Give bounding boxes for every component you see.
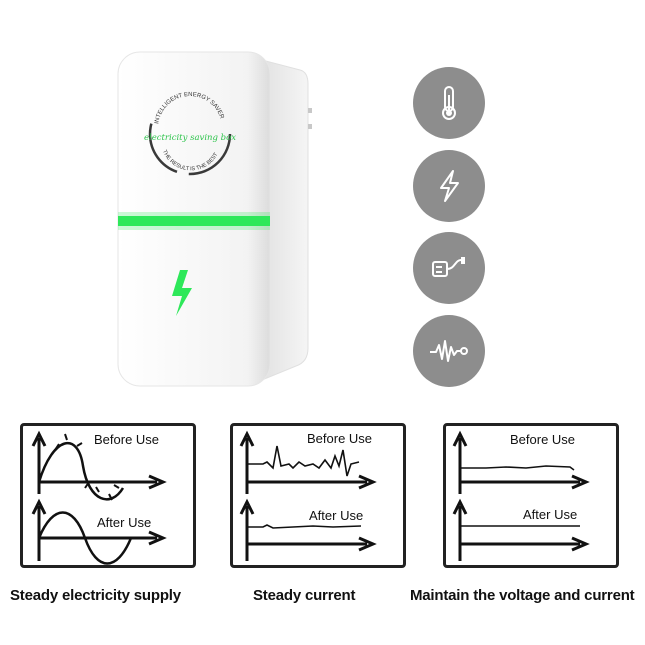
caption-steady-supply: Steady electricity supply (10, 587, 181, 604)
caption-steady-current: Steady current (253, 587, 356, 604)
lightning-icon (413, 150, 485, 222)
energy-saver-device: INTELLIGENT ENERGY SAVER electricity sav… (112, 48, 322, 390)
device-illustration: INTELLIGENT ENERGY SAVER electricity sav… (117, 51, 322, 387)
after-use-label: After Use (97, 515, 152, 530)
led-light-bar (118, 216, 270, 226)
seal-main-text: electricity saving box (144, 133, 236, 143)
after-use-label: After Use (523, 507, 578, 522)
before-use-label: Before Use (94, 432, 160, 447)
plug-icon (413, 232, 485, 304)
bolt-logo (172, 270, 192, 316)
caption-maintain-voltage: Maintain the voltage and current (410, 587, 635, 604)
after-use-label: After Use (309, 508, 364, 523)
chart-panel-maintain-voltage: Before Use After Use (443, 423, 619, 568)
waveform-icon (413, 315, 485, 387)
before-use-label: Before Use (307, 431, 373, 446)
thermometer-icon (413, 67, 485, 139)
chart-panel-steady-current: Before Use After Use (230, 423, 406, 568)
chart-panel-steady-supply: Before Use After Use (20, 423, 196, 568)
before-use-label: Before Use (510, 432, 576, 447)
